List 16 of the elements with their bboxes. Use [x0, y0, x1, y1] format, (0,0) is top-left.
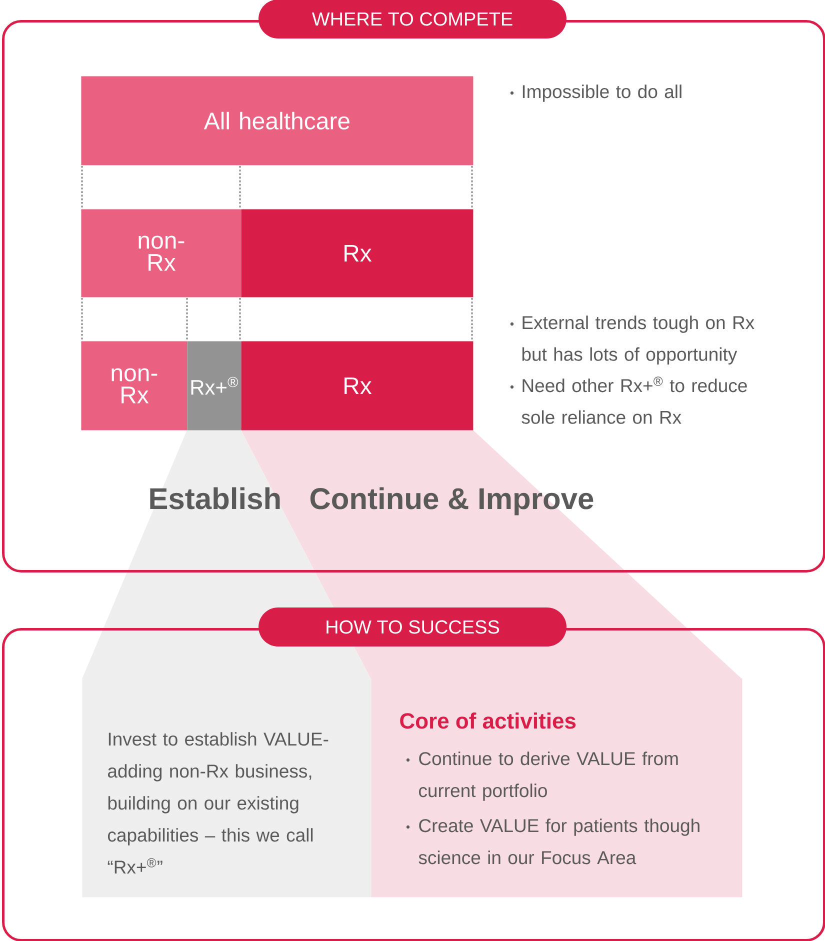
- segment-box: Rx+$^{®}$: [187, 341, 242, 430]
- note-text: Impossible to do all: [522, 84, 682, 102]
- section-heading: Continue & Improve: [310, 487, 594, 516]
- description-text: Invest to establish VALUE-adding non-Rx business, building on our existing capabilities – this we call “Rx+$^{®}$”: [108, 732, 328, 874]
- segment-box: non-Rx: [81, 209, 242, 298]
- segment-box: non-Rx: [81, 341, 188, 430]
- heading-badge: HOW TO SUCCESS: [258, 608, 566, 646]
- section-heading: Establish: [150, 487, 280, 510]
- heading-badge: WHERE TO COMPETE: [258, 0, 566, 38]
- bullet-text: Continue to derive VALUE from current portfolio: [419, 752, 678, 801]
- segment-box: All healthcare: [81, 76, 474, 166]
- bullet-text: Create VALUE for patients though science in our Focus Area: [418, 818, 700, 864]
- segment-box: Rx: [241, 341, 474, 430]
- segment-box: Rx: [241, 209, 474, 298]
- note-text: Need other Rx+$^{®}$ to reduce sole reliance on Rx: [522, 376, 747, 424]
- column-heading: Core of activities: [400, 712, 576, 729]
